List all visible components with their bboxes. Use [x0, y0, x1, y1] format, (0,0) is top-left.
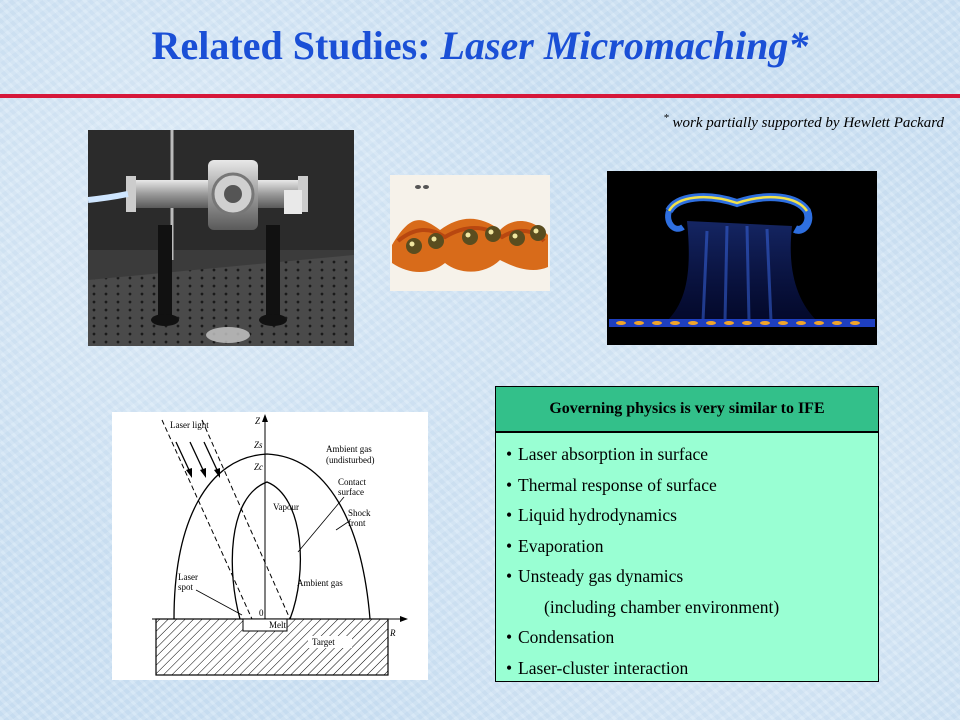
title-divider: [0, 94, 960, 98]
label-vapour: Vapour: [273, 502, 299, 512]
panel-body: •Laser absorption in surface •Thermal re…: [495, 432, 879, 682]
bullet-glyph: •: [506, 444, 513, 464]
list-item: •Laser absorption in surface: [506, 439, 878, 470]
title-italic: Laser Micromaching*: [440, 23, 809, 68]
footnote-text: work partially supported by Hewlett Pack…: [672, 115, 945, 131]
list-item: •Unsteady gas dynamics: [506, 561, 878, 592]
label-front: front: [348, 518, 366, 528]
list-item: •Liquid hydrodynamics: [506, 500, 878, 531]
list-item-continuation: (including chamber environment): [544, 596, 780, 617]
shock-front-curve: [173, 453, 371, 620]
apparatus-photo: [88, 130, 354, 346]
bullet-glyph: •: [506, 657, 513, 678]
footnote: * work partially supported by Hewlett Pa…: [663, 112, 944, 132]
label-r-axis: R: [389, 628, 396, 638]
label-zc: Zc: [254, 462, 263, 472]
label-melt: Melt: [269, 620, 286, 630]
label-spot: spot: [178, 582, 194, 592]
label-z-axis: Z: [255, 416, 261, 426]
label-zs: Zs: [254, 440, 263, 450]
list-item: •Laser-cluster interaction: [506, 653, 878, 684]
label-shock: Shock: [348, 508, 371, 518]
droplets-photo: [390, 175, 550, 291]
bullet-glyph: •: [506, 505, 513, 525]
physics-list: •Laser absorption in surface •Thermal re…: [496, 433, 878, 683]
bullet-glyph: •: [506, 566, 513, 586]
bullet-glyph: •: [506, 627, 513, 647]
list-item: •Thermal response of surface: [506, 470, 878, 501]
footnote-mark: *: [663, 112, 669, 124]
label-origin: 0: [259, 608, 264, 618]
list-item: •Condensation: [506, 622, 878, 653]
list-item: •Evaporation: [506, 531, 878, 562]
label-target: Target: [312, 637, 335, 647]
plume-photo: [607, 171, 877, 345]
panel-header: Governing physics is very similar to IFE: [495, 386, 879, 432]
bullet-glyph: •: [506, 535, 513, 556]
physics-panel: Governing physics is very similar to IFE…: [495, 386, 879, 682]
bullet-glyph: •: [506, 474, 513, 495]
label-laser: Laser: [178, 572, 198, 582]
label-ambient-gas: Ambient gas: [326, 444, 372, 454]
label-contact: Contact: [338, 477, 366, 487]
slide-title: Related Studies: Laser Micromaching*: [0, 22, 960, 69]
contact-surface-curve: [231, 481, 302, 620]
label-surface: surface: [338, 487, 364, 497]
ablation-diagram: Laser light Z Zs Zc Ambient gas (undistu…: [112, 412, 428, 680]
label-undisturbed: (undisturbed): [326, 455, 375, 465]
label-ambient-gas-inner: Ambient gas: [297, 578, 343, 588]
label-laser-light: Laser light: [170, 420, 209, 430]
title-plain: Related Studies:: [151, 23, 431, 68]
